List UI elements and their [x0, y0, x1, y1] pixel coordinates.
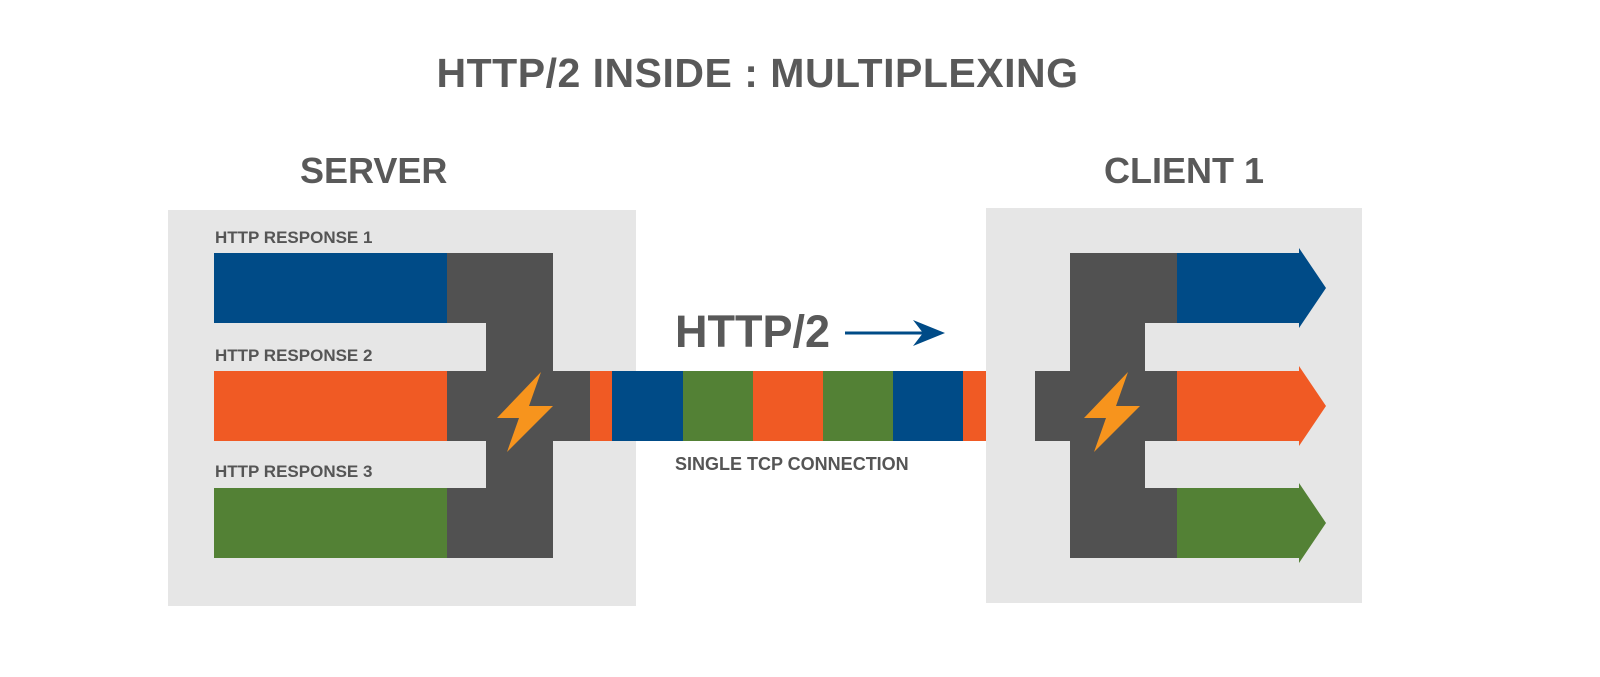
- response-1-bar: [214, 253, 447, 323]
- output-arrow-green: [1177, 483, 1326, 563]
- response-3-bar: [214, 488, 447, 558]
- lightning-bolt-icon: [1084, 372, 1140, 452]
- frame-green: [683, 371, 753, 441]
- server-notch: [447, 441, 486, 488]
- diagram-title: HTTP/2 INSIDE : MULTIPLEXING: [436, 50, 1079, 96]
- client-connector-overlay: [1035, 371, 1075, 441]
- frame-blue: [612, 371, 683, 441]
- output-arrow-blue: [1177, 248, 1326, 328]
- lightning-bolt-icon: [497, 372, 553, 452]
- response-2-label: HTTP RESPONSE 2: [215, 346, 373, 365]
- frame-orange: [753, 371, 823, 441]
- frame-orange: [590, 371, 612, 441]
- server-connector: [553, 371, 590, 441]
- tcp-caption: SINGLE TCP CONNECTION: [675, 454, 909, 474]
- response-1-label: HTTP RESPONSE 1: [215, 228, 373, 247]
- client-heading: CLIENT 1: [1104, 150, 1265, 191]
- frame-green: [823, 371, 893, 441]
- arrow-right-icon: [845, 320, 945, 346]
- http2-label: HTTP/2: [675, 306, 831, 357]
- client-output-arrows: [1177, 248, 1326, 563]
- client-notch: [1145, 441, 1177, 488]
- output-arrow-orange: [1177, 366, 1326, 446]
- server-heading: SERVER: [300, 150, 448, 191]
- client-demultiplexer: [1070, 253, 1177, 558]
- tcp-frames: [590, 371, 1035, 441]
- server-notch: [447, 323, 486, 371]
- frame-blue: [893, 371, 963, 441]
- response-2-bar: [214, 371, 447, 441]
- client-notch: [1145, 323, 1177, 371]
- response-3-label: HTTP RESPONSE 3: [215, 462, 373, 481]
- server-multiplexer: [447, 253, 553, 558]
